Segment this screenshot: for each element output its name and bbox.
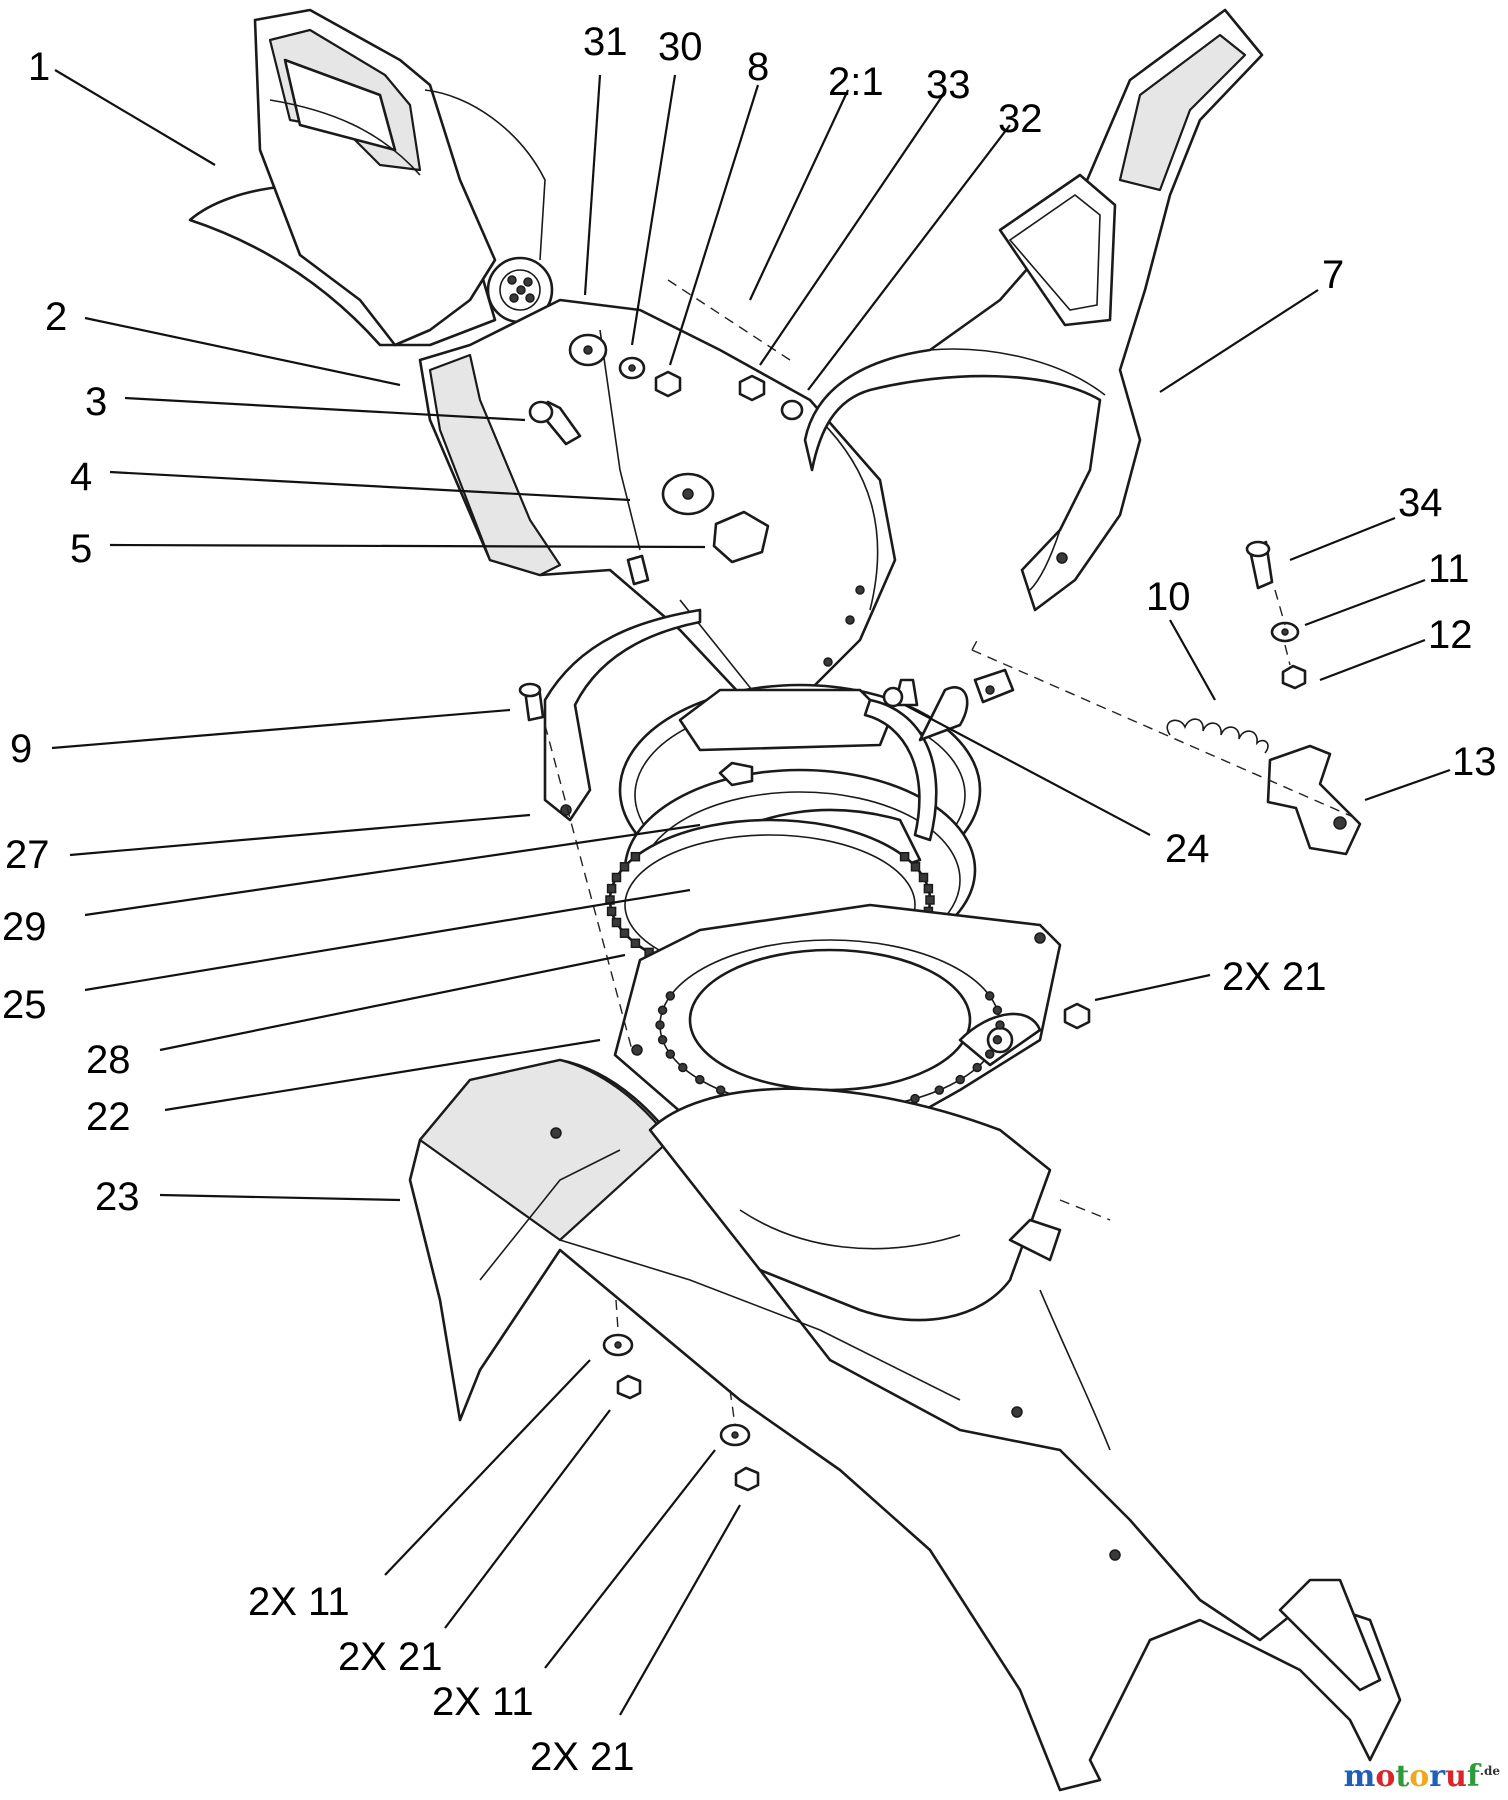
gear-tooth: [606, 883, 617, 894]
callout-30: 30: [658, 25, 703, 69]
plate-hole: [655, 1020, 665, 1030]
callout-5: 5: [70, 527, 92, 571]
plate-hole: [910, 1093, 920, 1104]
watermark-letter: r: [1429, 1759, 1446, 1794]
plate-hole: [657, 1035, 668, 1045]
callout-2x21-upper: 2X 21: [1222, 955, 1327, 999]
leader-lines: [51, 69, 1451, 1716]
plate-hole: [715, 1085, 726, 1095]
callout-12: 12: [1428, 613, 1473, 657]
plate-hole: [665, 1049, 676, 1059]
callout-7: 7: [1322, 253, 1344, 297]
callout-24: 24: [1165, 827, 1210, 871]
callout-11: 11: [1428, 547, 1470, 591]
plate-hole: [984, 1049, 995, 1059]
callout-2: 2: [45, 295, 67, 339]
bottom-hardware: [602, 1333, 760, 1492]
plate-hole: [678, 1062, 688, 1073]
callout-22: 22: [86, 1095, 131, 1139]
gear-tooth: [630, 938, 641, 949]
callout-10: 10: [1146, 575, 1191, 619]
callout-1: 1: [28, 45, 50, 89]
callout-29: 29: [2, 905, 47, 949]
chute-deflector: [188, 8, 554, 347]
plate-hole: [992, 1035, 1003, 1045]
gear-tooth: [630, 851, 641, 862]
chute-hardware: [528, 333, 804, 586]
clamp-bracket: [518, 608, 702, 822]
gear-tooth: [611, 917, 622, 928]
plate-hole: [695, 1074, 705, 1085]
watermark-letter: m: [1343, 1759, 1376, 1794]
callout-23: 23: [95, 1175, 140, 1219]
gear-tooth: [606, 906, 617, 917]
callout-34: 34: [1398, 481, 1443, 525]
watermark-suffix: .de: [1479, 1764, 1500, 1778]
gear-tooth: [611, 872, 622, 883]
callout-4: 4: [70, 455, 92, 499]
plate-hole: [955, 1074, 965, 1085]
alignment-lines: [544, 279, 1361, 1426]
callout-32: 32: [998, 97, 1043, 141]
gear-tooth: [899, 851, 910, 862]
callout-9: 9: [10, 727, 32, 771]
watermark-letter: o: [1409, 1759, 1430, 1794]
plate-hole: [972, 1062, 982, 1073]
watermark-letter: o: [1375, 1759, 1396, 1794]
plate-hole: [665, 991, 676, 1001]
chute-housing: [408, 1058, 1402, 1792]
callout-27: 27: [5, 833, 50, 877]
plate-hole: [995, 1020, 1005, 1030]
callout-13: 13: [1452, 740, 1497, 784]
plate-hole: [984, 991, 995, 1001]
gear-tooth: [925, 895, 935, 905]
callout-2x21-b: 2X 21: [338, 1635, 443, 1679]
watermark-letter: f: [1466, 1759, 1480, 1794]
callout-3: 3: [85, 380, 107, 424]
callout-31: 31: [583, 20, 628, 64]
latch-hardware: [973, 540, 1362, 1030]
callout-33: 33: [926, 63, 971, 107]
mounting-plate: [613, 903, 1062, 1152]
callout-2x11-b: 2X 11: [432, 1680, 534, 1724]
gear-tooth: [619, 862, 630, 872]
watermark-letter: t: [1395, 1759, 1410, 1794]
callout-25: 25: [2, 983, 47, 1027]
callout-2x21-c: 2X 21: [530, 1735, 635, 1779]
upper-chute: [418, 298, 897, 712]
gear-tooth: [619, 928, 630, 938]
callout-8: 8: [747, 45, 769, 89]
plate-hole: [657, 1005, 668, 1015]
callout-28: 28: [86, 1038, 131, 1082]
motoruf-watermark-logo: motoruf.de: [1344, 1759, 1500, 1794]
gear-tooth: [918, 872, 929, 883]
callout-labels: 1 2 3 4 5 31 30 8 2:1 33 32 7 34 11 12 1…: [2, 20, 1497, 1779]
chute-handle: [803, 8, 1264, 612]
plate-hole: [992, 1005, 1003, 1015]
watermark-letter: u: [1445, 1759, 1467, 1794]
gear-tooth: [923, 883, 934, 894]
callout-2-1: 2:1: [828, 60, 884, 104]
plate-hole: [934, 1085, 945, 1095]
callout-2x11-a: 2X 11: [248, 1580, 350, 1624]
gear-tooth: [910, 862, 921, 872]
